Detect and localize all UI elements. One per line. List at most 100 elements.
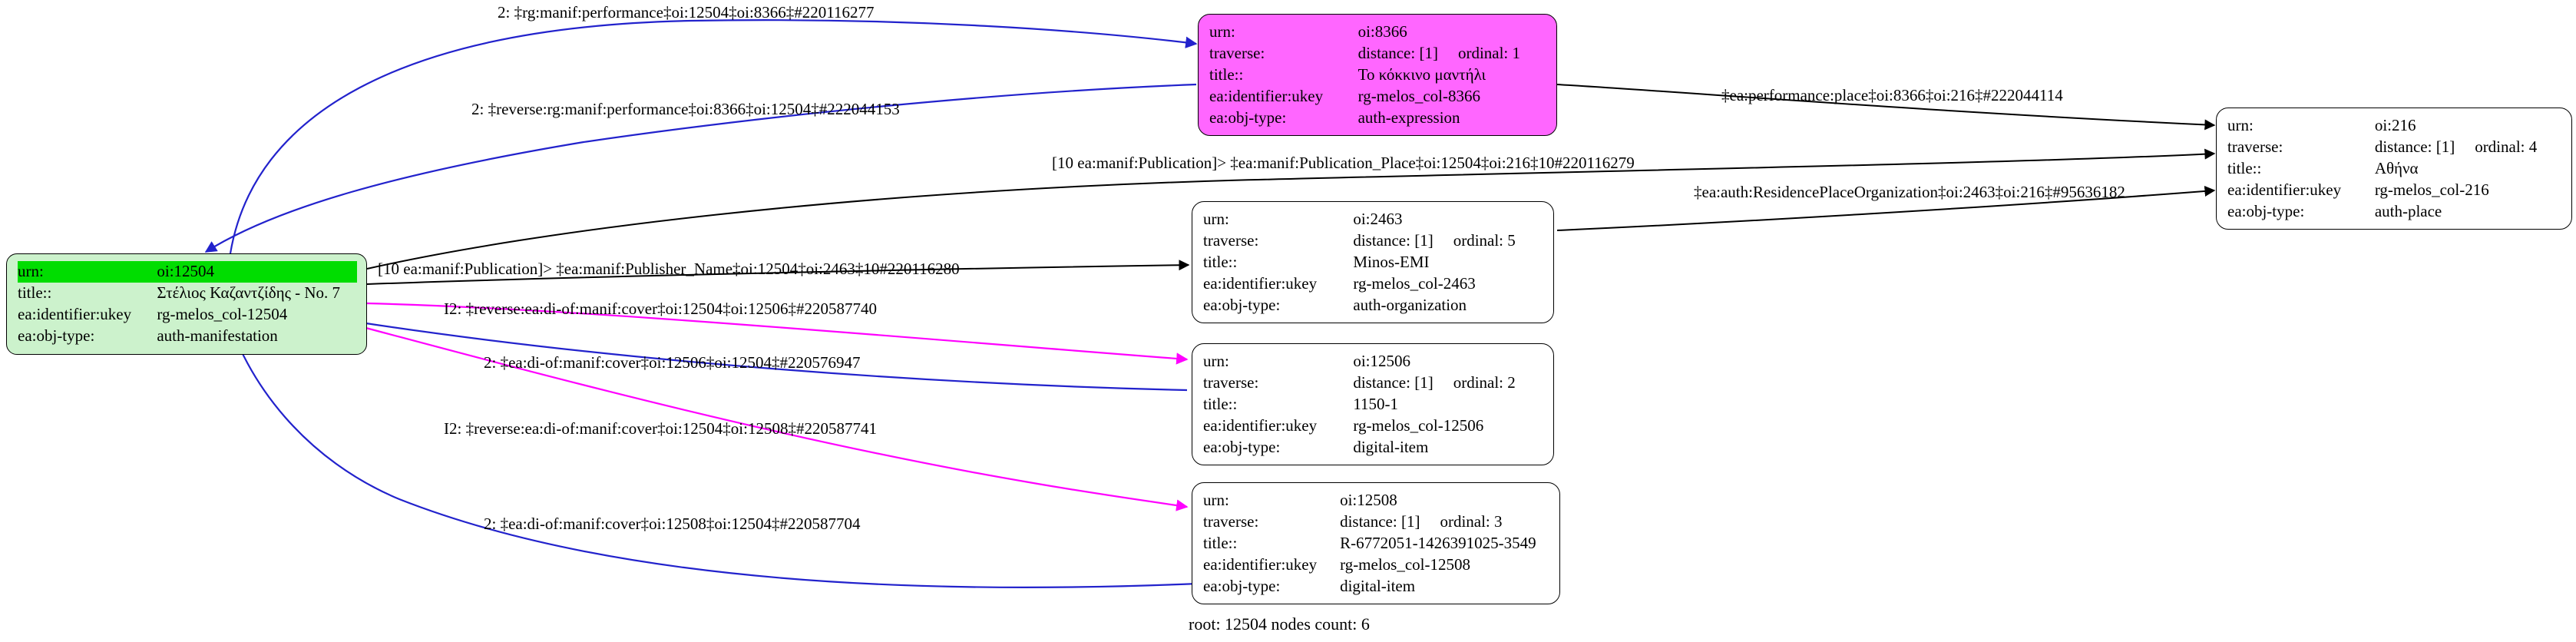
field-label-ukey: ea:identifier:ukey [1203, 554, 1318, 574]
traverse-distance: distance: [1] [1353, 372, 1433, 392]
edge-label-e2: 2: ‡reverse:rg:manif:performance‡oi:8366… [471, 100, 900, 118]
graph-footer: root: 12504 nodes count: 6 [1189, 614, 1370, 634]
traverse-ordinal: ordinal: 5 [1453, 230, 1516, 250]
traverse-distance: distance: [1] [1340, 511, 1420, 531]
traverse-ordinal: ordinal: 4 [2475, 137, 2538, 156]
field-label-objtype: ea:obj-type: [1209, 108, 1287, 127]
node-row-urn: urn: oi:12508 [1203, 490, 1550, 511]
node-12506[interactable]: urn: oi:12506 traverse: distance: [1] ord… [1192, 343, 1554, 466]
node-8366[interactable]: urn: oi:8366 traverse: distance: [1] ordi… [1198, 14, 1557, 137]
field-label-ukey: ea:identifier:ukey [1203, 273, 1318, 293]
traverse-ordinal: ordinal: 2 [1453, 372, 1516, 392]
field-label-ukey: ea:identifier:ukey [1209, 86, 1324, 105]
node-216[interactable]: urn: oi:216 traverse: distance: [1] ordin… [2216, 108, 2572, 230]
field-label-objtype: ea:obj-type: [1203, 576, 1281, 595]
edge-label-e10: 2: ‡ea:di-of:manif:cover‡oi:12508‡oi:125… [484, 515, 861, 533]
field-label-urn: urn: [1203, 352, 1229, 370]
node-row-ukey: ea:identifier:ukey rg-melos_col-8366 [1209, 86, 1547, 108]
field-label-title: title:: [18, 283, 52, 302]
edge-path-e3 [366, 148, 2216, 270]
node-row-urn: urn: oi:216 [2227, 115, 2562, 137]
edge-label-e5: ‡ea:auth:ResidencePlaceOrganization‡oi:2… [1694, 183, 2125, 201]
edge-label-e9: I2: ‡reverse:ea:di-of:manif:cover‡oi:125… [444, 419, 877, 438]
field-label-urn: urn: [18, 261, 157, 283]
field-label-traverse: traverse: [1203, 511, 1259, 531]
node-row-urn: urn: oi:8366 [1209, 22, 1547, 43]
edge-label-e7: I2: ‡reverse:ea:di-of:manif:cover‡oi:125… [444, 299, 877, 318]
field-value-title: 1150-1 [1353, 394, 1399, 413]
field-value-traverse: distance: [1] ordinal: 4 [2375, 137, 2562, 158]
field-value-traverse: distance: [1] ordinal: 1 [1358, 43, 1547, 65]
field-label-objtype: ea:obj-type: [1203, 437, 1281, 456]
node-row-ukey: ea:identifier:ukey rg-melos_col-216 [2227, 180, 2562, 201]
edge-path-e1 [229, 19, 1198, 254]
node-row-ukey: ea:identifier:ukey rg-melos_col-12504 [18, 304, 357, 326]
node-row-traverse: traverse: distance: [1] ordinal: 1 [1209, 43, 1547, 65]
edge-label-e4: ‡ea:performance:place‡oi:8366‡oi:216‡#22… [1721, 86, 2063, 104]
node-row-title: title:: Αθήνα [2227, 158, 2562, 180]
node-row-title: title:: R-6772051-1426391025-3549 [1203, 533, 1550, 554]
field-label-traverse: traverse: [1203, 230, 1259, 250]
node-root-12504[interactable]: urn: oi:12504 title:: Στέλιος Καζαντζίδη… [6, 253, 367, 355]
traverse-distance: distance: [1] [1357, 43, 1438, 62]
edge-label-e1: 2: ‡rg:manif:performance‡oi:12504‡oi:836… [498, 3, 875, 22]
field-label-traverse: traverse: [2227, 137, 2283, 156]
field-label-ukey: ea:identifier:ukey [1203, 415, 1318, 435]
field-label-title: title:: [1203, 252, 1238, 271]
field-value-objtype: auth-expression [1357, 108, 1460, 127]
edge-path-e4 [1556, 84, 2216, 131]
field-value-objtype: digital-item [1340, 576, 1416, 595]
edge-label-e8: 2: ‡ea:di-of:manif:cover‡oi:12506‡oi:125… [484, 353, 861, 372]
traverse-ordinal: ordinal: 1 [1457, 43, 1521, 62]
node-2463[interactable]: urn: oi:2463 traverse: distance: [1] ordi… [1192, 201, 1554, 324]
edge-path-e2 [204, 83, 1197, 253]
field-value-traverse: distance: [1] ordinal: 3 [1340, 511, 1550, 533]
node-12508[interactable]: urn: oi:12508 traverse: distance: [1] ord… [1192, 482, 1560, 605]
field-value-objtype: auth-organization [1353, 295, 1467, 314]
field-value-ukey: rg-melos_col-12504 [157, 304, 288, 323]
field-value-objtype: auth-manifestation [157, 326, 278, 345]
field-label-urn: urn: [1209, 22, 1235, 41]
field-value-traverse: distance: [1] ordinal: 2 [1353, 372, 1544, 394]
node-row-traverse: traverse: distance: [1] ordinal: 5 [1203, 230, 1544, 252]
edge-path-e7 [366, 302, 1189, 365]
node-row-traverse: traverse: distance: [1] ordinal: 3 [1203, 511, 1550, 533]
field-label-ukey: ea:identifier:ukey [2227, 180, 2342, 199]
node-row-title: title:: 1150-1 [1203, 394, 1544, 415]
traverse-distance: distance: [1] [2374, 137, 2455, 156]
field-value-urn: oi:8366 [1357, 22, 1407, 41]
field-value-title: R-6772051-1426391025-3549 [1340, 533, 1536, 552]
field-value-urn: oi:216 [2374, 116, 2416, 134]
node-row-urn: urn: oi:2463 [1203, 209, 1544, 230]
node-row-title: title:: Το κόκκινο μαντήλι [1209, 65, 1547, 86]
field-value-urn: oi:12508 [1340, 491, 1397, 509]
node-row-urn: urn: oi:12506 [1203, 351, 1544, 372]
field-label-urn: urn: [1203, 491, 1229, 509]
field-label-objtype: ea:obj-type: [1203, 295, 1281, 314]
traverse-distance: distance: [1] [1353, 230, 1433, 250]
field-value-ukey: rg-melos_col-216 [2374, 180, 2489, 199]
node-row-ukey: ea:identifier:ukey rg-melos_col-12506 [1203, 415, 1544, 437]
node-row-objtype: ea:obj-type: digital-item [1203, 576, 1550, 597]
traverse-ordinal: ordinal: 3 [1440, 511, 1503, 531]
node-row-urn: urn: oi:12504 [18, 261, 357, 283]
field-label-objtype: ea:obj-type: [2227, 201, 2305, 220]
field-value-title: Στέλιος Καζαντζίδης - No. 7 [157, 283, 341, 302]
field-label-title: title:: [2227, 158, 2262, 177]
field-label-traverse: traverse: [1203, 372, 1259, 392]
node-row-objtype: ea:obj-type: auth-place [2227, 201, 2562, 223]
field-value-ukey: rg-melos_col-12508 [1340, 554, 1470, 574]
node-row-objtype: ea:obj-type: digital-item [1203, 437, 1544, 458]
node-row-ukey: ea:identifier:ukey rg-melos_col-2463 [1203, 273, 1544, 295]
node-row-traverse: traverse: distance: [1] ordinal: 2 [1203, 372, 1544, 394]
node-row-title: title:: Στέλιος Καζαντζίδης - No. 7 [18, 283, 357, 304]
field-label-traverse: traverse: [1209, 43, 1265, 62]
node-row-ukey: ea:identifier:ukey rg-melos_col-12508 [1203, 554, 1550, 576]
field-label-urn: urn: [1203, 210, 1229, 228]
field-value-objtype: digital-item [1353, 437, 1429, 456]
node-row-objtype: ea:obj-type: auth-manifestation [18, 326, 357, 347]
field-value-urn: oi:2463 [1353, 210, 1403, 228]
field-value-objtype: auth-place [2374, 201, 2442, 220]
field-value-title: Minos-EMI [1353, 252, 1430, 271]
